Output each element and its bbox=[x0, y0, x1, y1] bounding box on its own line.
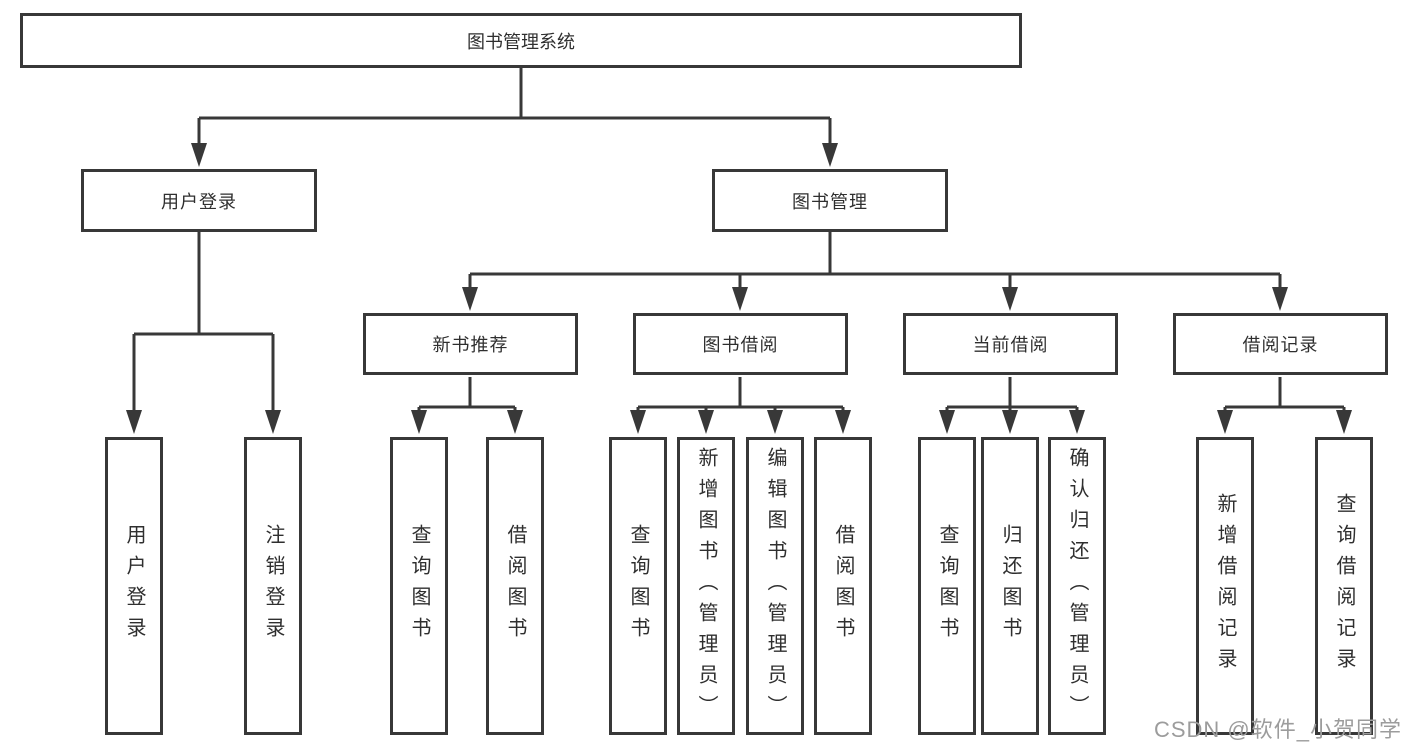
connector-lines bbox=[132, 68, 1346, 412]
arrow-down-icon bbox=[507, 410, 523, 434]
node-label: 借阅图书 bbox=[832, 524, 854, 648]
node-label: 编辑图书（管理员） bbox=[764, 446, 786, 726]
node-user-login: 用户登录 bbox=[81, 169, 317, 232]
node-leaf-add-borrow-record: 新增借阅记录 bbox=[1196, 437, 1254, 735]
arrow-down-icon bbox=[732, 287, 748, 311]
arrow-down-icon bbox=[265, 410, 281, 434]
node-label: 新增借阅记录 bbox=[1214, 493, 1236, 679]
arrow-down-icon bbox=[630, 410, 646, 434]
node-leaf-confirm-return-admin: 确认归还（管理员） bbox=[1048, 437, 1106, 735]
watermark: CSDN @软件_小贺同学 bbox=[1153, 717, 1402, 742]
node-label: 借阅记录 bbox=[1242, 335, 1319, 355]
arrow-down-icon bbox=[1217, 410, 1233, 434]
arrow-down-icon bbox=[1002, 410, 1018, 434]
node-leaf-query-books-borrow: 查询图书 bbox=[609, 437, 667, 735]
node-label: 查询借阅记录 bbox=[1333, 493, 1355, 679]
arrow-down-icon bbox=[1336, 410, 1352, 434]
node-label: 新书推荐 bbox=[432, 335, 509, 355]
node-label: 借阅图书 bbox=[504, 524, 526, 648]
node-leaf-query-borrow-record: 查询借阅记录 bbox=[1315, 437, 1373, 735]
node-leaf-return-books: 归还图书 bbox=[981, 437, 1039, 735]
node-label: 查询图书 bbox=[627, 524, 649, 648]
node-label: 归还图书 bbox=[999, 524, 1021, 648]
node-borrowing-records: 借阅记录 bbox=[1173, 313, 1388, 375]
node-leaf-borrow-books: 借阅图书 bbox=[814, 437, 872, 735]
arrow-down-icon bbox=[698, 410, 714, 434]
arrow-down-icon bbox=[462, 287, 478, 311]
node-leaf-query-books-rec: 查询图书 bbox=[390, 437, 448, 735]
arrow-down-icon bbox=[939, 410, 955, 434]
arrow-down-icon bbox=[1002, 287, 1018, 311]
node-label: 用户登录 bbox=[161, 191, 237, 212]
node-label: 查询图书 bbox=[936, 524, 958, 648]
arrow-down-icon bbox=[822, 143, 838, 167]
node-label: 注销登录 bbox=[262, 524, 284, 648]
node-label: 图书管理 bbox=[792, 191, 868, 212]
node-new-book-recommendation: 新书推荐 bbox=[363, 313, 578, 375]
node-leaf-user-login: 用户登录 bbox=[105, 437, 163, 735]
arrow-down-icon bbox=[767, 410, 783, 434]
node-label: 查询图书 bbox=[408, 524, 430, 648]
node-label: 新增图书（管理员） bbox=[695, 446, 717, 726]
arrow-down-icon bbox=[1069, 410, 1085, 434]
arrow-down-icon bbox=[835, 410, 851, 434]
node-label: 当前借阅 bbox=[972, 335, 1049, 355]
arrow-down-icon bbox=[126, 410, 142, 434]
node-leaf-logout: 注销登录 bbox=[244, 437, 302, 735]
node-leaf-edit-books-admin: 编辑图书（管理员） bbox=[746, 437, 804, 735]
arrow-down-icon bbox=[1272, 287, 1288, 311]
node-label: 图书借阅 bbox=[702, 335, 779, 355]
node-current-borrowing: 当前借阅 bbox=[903, 313, 1118, 375]
node-leaf-add-books-admin: 新增图书（管理员） bbox=[677, 437, 735, 735]
arrow-down-icon bbox=[411, 410, 427, 434]
node-label: 图书管理系统 bbox=[467, 31, 575, 52]
node-leaf-query-books-current: 查询图书 bbox=[918, 437, 976, 735]
node-label: 确认归还（管理员） bbox=[1066, 446, 1088, 726]
node-book-management: 图书管理 bbox=[712, 169, 948, 232]
arrow-down-icon bbox=[191, 143, 207, 167]
node-library-management-system: 图书管理系统 bbox=[20, 13, 1022, 68]
node-label: 用户登录 bbox=[123, 524, 145, 648]
node-leaf-borrow-books-rec: 借阅图书 bbox=[486, 437, 544, 735]
node-book-borrowing: 图书借阅 bbox=[633, 313, 848, 375]
